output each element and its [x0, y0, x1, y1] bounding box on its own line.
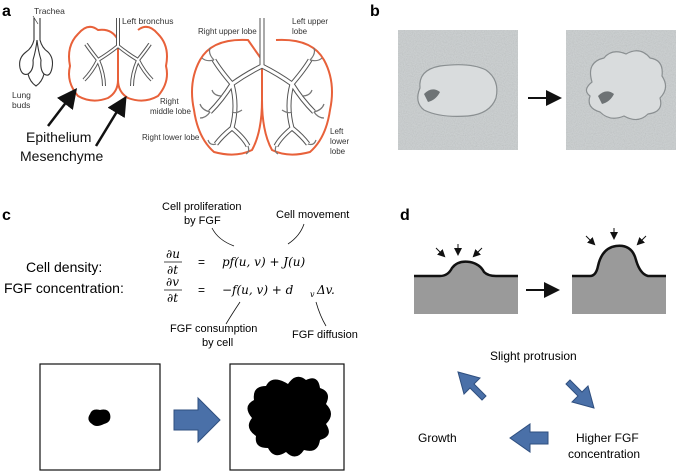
label-left-upper-lobe-2: lobe: [292, 27, 308, 36]
equation-1: ∂u ∂t = pf(u, v) + J(u): [164, 247, 306, 277]
small-branching-lung: [68, 18, 168, 102]
panel-label-d: d: [400, 207, 410, 224]
eq1-lhs-bot: ∂t: [167, 263, 178, 277]
eq2-rhs: −f(u, v) + d: [222, 283, 294, 297]
panel-label-c: c: [2, 207, 11, 224]
eq1-equals: =: [198, 255, 205, 269]
label-lung-buds-1: Lung: [12, 90, 31, 100]
label-left-lower-lobe-1: Left: [330, 127, 344, 136]
label-right-lower-lobe: Right lower lobe: [142, 133, 200, 142]
micrograph-before: [398, 30, 518, 150]
label-growth: Growth: [418, 431, 457, 445]
label-mesenchyme: Mesenchyme: [20, 148, 103, 164]
label-left-lower-lobe-3: lobe: [330, 147, 346, 156]
label-epithelium: Epithelium: [26, 129, 91, 145]
cycle-arrow-fgf-to-growth: [509, 423, 549, 453]
eq2-lhs-top: ∂v: [166, 275, 179, 289]
label-trachea: Trachea: [34, 6, 65, 16]
label-fgf-consumption-1: FGF consumption: [170, 323, 257, 335]
tissue-higher-protrusion: [572, 228, 666, 314]
cycle-arrow-growth-to-protrusion: [457, 371, 487, 401]
panel-label-a: a: [2, 3, 11, 20]
label-lung-buds-2: buds: [12, 100, 30, 110]
eq2-equals: =: [198, 283, 205, 297]
arrow-epithelium: [47, 88, 78, 127]
leader-movement: [287, 223, 305, 245]
label-right-middle-lobe-1: Right: [160, 97, 179, 106]
label-left-upper-lobe-1: Left upper: [292, 17, 328, 26]
label-slight-protrusion: Slight protrusion: [490, 349, 577, 363]
label-higher-fgf-1: Higher FGF: [576, 431, 639, 445]
label-right-upper-lobe: Right upper lobe: [198, 27, 257, 36]
label-cell-proliferation-1: Cell proliferation: [162, 201, 241, 213]
simulation-branched: [229, 363, 345, 471]
leader-diffusion: [315, 301, 327, 327]
equation-2: ∂v ∂t = −f(u, v) + d v Δv.: [164, 275, 335, 305]
simulation-initial: [39, 363, 161, 471]
arrow-mesenchyme: [94, 95, 127, 147]
eq2-tail: Δv.: [316, 283, 335, 297]
label-fgf-consumption-2: by cell: [202, 337, 233, 349]
label-cell-proliferation-2: by FGF: [184, 215, 221, 227]
label-left-bronchus: Left bronchus: [122, 16, 174, 26]
cycle-arrow-protrusion-to-fgf: [565, 379, 595, 409]
lung-buds-drawing: [19, 18, 54, 87]
label-left-lower-lobe-2: lower: [330, 137, 349, 146]
adult-lung-drawing: [191, 18, 333, 156]
tissue-slight-protrusion: [414, 244, 518, 314]
eq1-lhs-top: ∂u: [166, 247, 180, 261]
label-higher-fgf-2: concentration: [568, 447, 640, 461]
arrow-simulation: [173, 396, 221, 444]
label-fgf-concentration: FGF concentration:: [4, 280, 124, 296]
label-cell-movement: Cell movement: [276, 209, 349, 221]
eq2-lhs-bot: ∂t: [167, 291, 178, 305]
label-cell-density: Cell density:: [26, 259, 102, 275]
eq2-subscript: v: [310, 290, 315, 299]
label-right-middle-lobe-2: middle lobe: [150, 107, 191, 116]
panel-label-b: b: [370, 3, 380, 20]
eq1-rhs: pf(u, v) + J(u): [222, 255, 306, 269]
leader-proliferation: [211, 227, 235, 247]
label-fgf-diffusion: FGF diffusion: [292, 329, 358, 341]
leader-consumption: [225, 301, 241, 325]
micrograph-after: [566, 30, 676, 150]
leader-trachea: [32, 15, 39, 25]
